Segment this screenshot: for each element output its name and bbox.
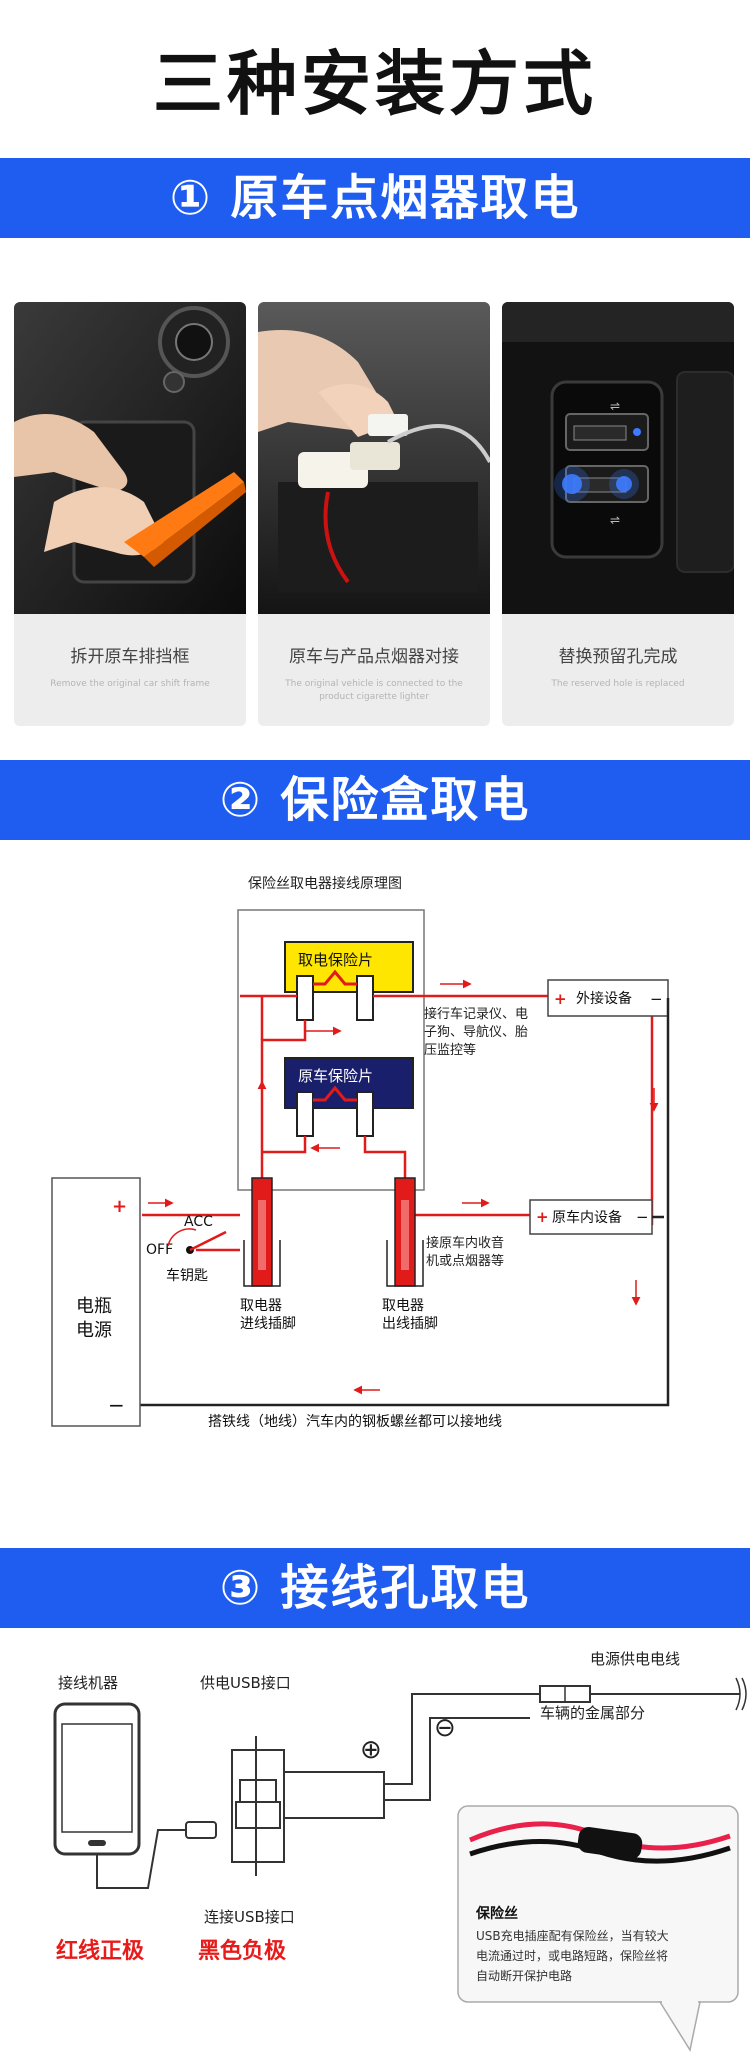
fuse-callout-desc-2: 电流通过时，或电路短路，保险丝将	[476, 1948, 668, 1963]
fuse-top-label: 取电保险片	[298, 951, 373, 969]
power-wire-label: 电源供电电线	[590, 1650, 680, 1668]
plus-symbol: ⊕	[360, 1735, 382, 1765]
black-wire-label: 黑色负极	[198, 1938, 287, 1964]
fuse-bottom-label: 原车保险片	[298, 1067, 373, 1085]
minus-symbol: ⊖	[434, 1713, 456, 1743]
step-2-photo	[258, 302, 490, 614]
step-2-caption-en: The original vehicle is connected to the…	[285, 679, 463, 702]
fuse-callout-desc-1: USB充电插座配有保险丝，当有较大	[476, 1928, 669, 1943]
svg-text:−: −	[650, 990, 663, 1008]
section-1-number: ①	[169, 170, 213, 226]
external-desc-2: 子狗、导航仪、胎	[424, 1024, 528, 1040]
internal-desc-2: 机或点烟器等	[426, 1253, 504, 1269]
fuse-bottom: 原车保险片	[284, 1057, 414, 1137]
battery-label-2: 电源	[76, 1320, 112, 1341]
usb-supply-label: 供电USB接口	[200, 1674, 291, 1692]
external-device-label: 外接设备	[576, 990, 632, 1007]
step-3-caption-en: The reserved hole is replaced	[551, 679, 685, 689]
internal-device-label: 原车内设备	[552, 1209, 622, 1226]
phone-icon	[53, 1702, 141, 1856]
external-desc-1: 接行车记录仪、电	[424, 1006, 528, 1022]
step-3-photo: ⇌ ⇌	[502, 302, 734, 614]
svg-text:⇌: ⇌	[610, 399, 620, 413]
section-2-banner: ② 保险盒取电	[0, 760, 750, 840]
step-card-2: 原车与产品点烟器对接 The original vehicle is conne…	[258, 302, 490, 726]
metal-part-label: 车辆的金属部分	[540, 1704, 645, 1722]
ground-label: 搭铁线（地线）汽车内的钢板螺丝都可以接地线	[208, 1413, 502, 1430]
fuse-diagram-title: 保险丝取电器接线原理图	[248, 875, 402, 892]
off-label: OFF	[146, 1242, 173, 1258]
section-1-title: 原车点烟器取电	[230, 170, 581, 226]
fuse-wiring-diagram: 保险丝取电器接线原理图 取电保险片 原车保险片	[51, 875, 670, 1430]
fuse-callout-desc-3: 自动断开保护电路	[476, 1968, 572, 1983]
output-pin-label-1: 取电器	[382, 1298, 424, 1314]
red-wire-label: 红线正极	[56, 1938, 145, 1964]
svg-text:+: +	[112, 1196, 127, 1217]
step-2-caption: 原车与产品点烟器对接	[289, 647, 459, 667]
usb-wiring-diagram: 接线机器 供电USB接口 电源供电电线 车辆的金属部分 连接USB接口 ⊕ ⊖ …	[53, 1650, 747, 2052]
fuse-holder-box	[237, 909, 425, 1191]
svg-text:+: +	[554, 990, 567, 1008]
output-pin	[386, 1177, 424, 1287]
external-desc-3: 压监控等	[424, 1042, 476, 1058]
page-title: 三种安装方式	[153, 43, 597, 125]
internal-desc-1: 接原车内收音	[426, 1235, 504, 1251]
acc-label: ACC	[184, 1214, 213, 1230]
input-pin-label-2: 进线插脚	[240, 1316, 296, 1332]
battery-label-1: 电瓶	[76, 1296, 112, 1317]
input-pin-label-1: 取电器	[240, 1298, 282, 1314]
svg-text:−: −	[636, 1208, 649, 1226]
ground-wiring	[140, 998, 670, 1407]
usb-connect-label: 连接USB接口	[204, 1908, 295, 1926]
step-card-1: 拆开原车排挡框 Remove the original car shift fr…	[14, 302, 246, 726]
section-2-number: ②	[219, 772, 263, 828]
device-label: 接线机器	[58, 1674, 118, 1692]
key-label: 车钥匙	[166, 1267, 208, 1284]
usb-socket	[231, 1736, 385, 1876]
battery: + 电瓶 电源 −	[51, 1177, 141, 1427]
step-1-caption-en: Remove the original car shift frame	[50, 679, 210, 689]
section-3-title: 接线孔取电	[280, 1560, 531, 1616]
output-pin-label-2: 出线插脚	[382, 1316, 438, 1332]
fuse-top: 取电保险片	[284, 941, 414, 1021]
fuse-callout: 保险丝 USB充电插座配有保险丝，当有较大 电流通过时，或电路短路，保险丝将 自…	[457, 1805, 739, 2052]
svg-text:+: +	[536, 1208, 549, 1226]
svg-text:−: −	[108, 1393, 125, 1417]
svg-text:⇌: ⇌	[610, 513, 620, 527]
step-3-caption: 替换预留孔完成	[558, 647, 678, 667]
section-3-number: ③	[219, 1560, 263, 1616]
section-2-title: 保险盒取电	[280, 772, 531, 828]
step-1-caption: 拆开原车排挡框	[70, 647, 190, 667]
input-pin	[243, 1177, 281, 1287]
step-card-3: ⇌ ⇌ 替换预留孔完成 The reserved hole is replace…	[502, 302, 734, 726]
fuse-callout-title: 保险丝	[475, 1905, 518, 1922]
section-3-banner: ③ 接线孔取电	[0, 1548, 750, 1628]
external-device: + 外接设备 −	[547, 979, 669, 1017]
internal-device: + 原车内设备 −	[529, 1199, 653, 1235]
section-1-banner: ① 原车点烟器取电	[0, 158, 750, 238]
step-1-photo	[14, 302, 246, 614]
